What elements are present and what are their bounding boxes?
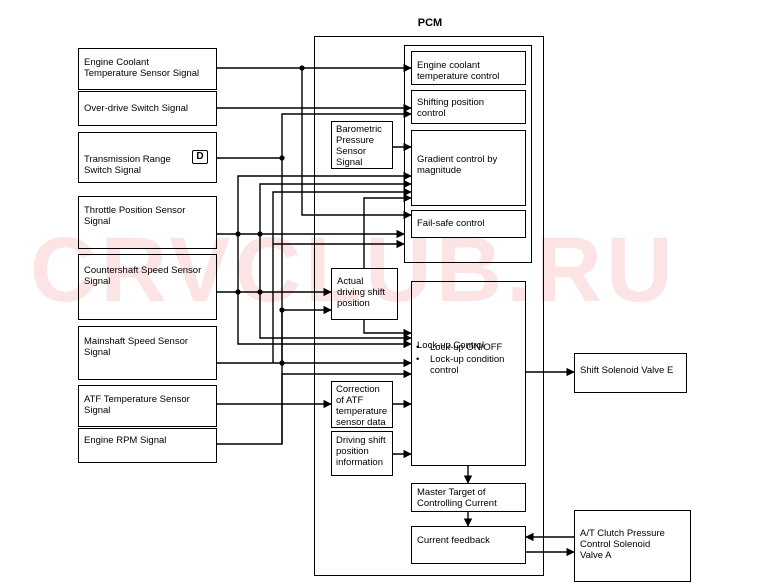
input-engine-coolant-temp: Engine Coolant Temperature Sensor Signal bbox=[78, 48, 217, 90]
pcm-upper-group-frame bbox=[404, 45, 532, 263]
input-transmission-range: Transmission Range Switch Signal bbox=[78, 132, 217, 183]
lockup-bullet-1-icon: • bbox=[416, 342, 420, 353]
input-mainshaft-speed: Mainshaft Speed Sensor Signal bbox=[78, 326, 217, 380]
block-barometric-pressure: Barometric Pressure Sensor Signal bbox=[331, 121, 393, 169]
block-fail-safe-control: Fail-safe control bbox=[411, 210, 526, 238]
lockup-item-condition-control: Lock-up condition control bbox=[430, 354, 505, 376]
drive-range-badge: D bbox=[192, 150, 208, 164]
pcm-frame bbox=[314, 36, 544, 576]
input-engine-rpm: Engine RPM Signal bbox=[78, 428, 217, 463]
input-throttle-position: Throttle Position Sensor Signal bbox=[78, 196, 217, 249]
lockup-item-on-off: Lock-up ON/OFF bbox=[430, 342, 503, 353]
input-transmission-range-label: Transmission Range Switch Signal bbox=[84, 154, 171, 176]
input-countershaft-speed: Countershaft Speed Sensor Signal bbox=[78, 254, 217, 320]
input-atf-temperature: ATF Temperature Sensor Signal bbox=[78, 385, 217, 427]
lockup-bullet-2-icon: • bbox=[416, 354, 420, 365]
pcm-title: PCM bbox=[417, 17, 443, 29]
output-clutch-pressure-solenoid: A/T Clutch Pressure Control Solenoid Val… bbox=[574, 510, 691, 582]
lockup-control-title: Lock-up Control bbox=[417, 340, 485, 351]
block-driving-shift-information: Driving shift position information bbox=[331, 431, 393, 476]
block-gradient-control: Gradient control by magnitude bbox=[411, 130, 526, 206]
input-overdrive-switch: Over-drive Switch Signal bbox=[78, 91, 217, 126]
